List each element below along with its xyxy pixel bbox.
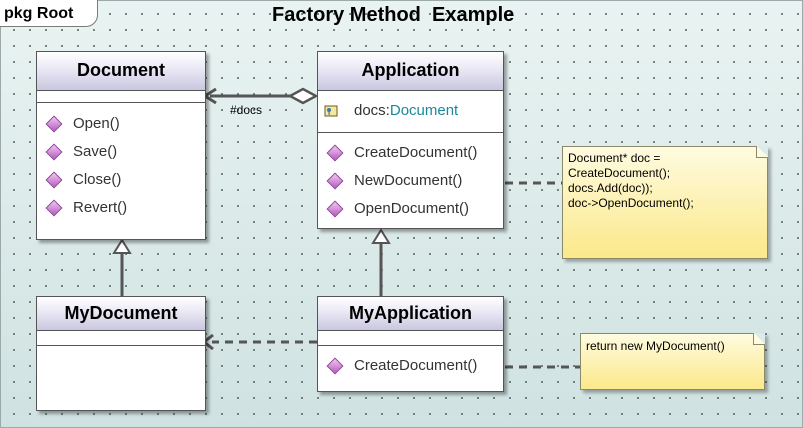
class-myapplication[interactable]: MyApplication CreateDocument() <box>317 296 504 392</box>
package-tab[interactable]: pkg Root <box>0 0 98 27</box>
operation-createdocument[interactable]: CreateDocument() <box>318 352 503 380</box>
class-document[interactable]: Document Open() Save() Close() Revert() <box>36 51 206 240</box>
note-fold <box>756 146 768 158</box>
note-createdocument[interactable]: return new MyDocument() <box>580 333 765 390</box>
aggregation-connector[interactable] <box>202 87 319 105</box>
class-name: Application <box>318 52 503 91</box>
operation-revert[interactable]: Revert() <box>37 194 205 222</box>
note-fold <box>753 333 765 345</box>
attribute-docs[interactable]: docs:Document <box>318 97 503 125</box>
note-line: doc->OpenDocument(); <box>568 196 694 210</box>
note-newdocument[interactable]: Document* doc = CreateDocument(); docs.A… <box>562 146 768 259</box>
operation-close[interactable]: Close() <box>37 166 205 194</box>
attribute-compartment: docs:Document <box>318 91 503 133</box>
operation-diamond-icon <box>326 357 344 375</box>
note-line: Document* doc = <box>568 151 661 165</box>
note-line: CreateDocument(); <box>568 166 671 180</box>
attribute-compartment <box>37 331 205 346</box>
operation-diamond-icon <box>326 172 344 190</box>
class-name: Document <box>37 52 205 91</box>
protected-attribute-key-icon <box>324 105 338 117</box>
operation-opendocument[interactable]: OpenDocument() <box>318 195 503 223</box>
operation-diamond-icon <box>45 143 63 161</box>
diagram-title: Factory Method Example <box>272 4 515 26</box>
operation-createdocument[interactable]: CreateDocument() <box>318 139 503 167</box>
generalization-myapplication[interactable] <box>371 228 391 296</box>
note-line: return new MyDocument() <box>586 339 725 353</box>
operation-open[interactable]: Open() <box>37 110 205 138</box>
operation-save[interactable]: Save() <box>37 138 205 166</box>
operation-compartment: Open() Save() Close() Revert() <box>37 103 205 222</box>
class-application[interactable]: Application docs:Document CreateDocument… <box>317 51 504 229</box>
operation-diamond-icon <box>45 115 63 133</box>
class-name: MyDocument <box>37 297 205 331</box>
note-line: docs.Add(doc)); <box>568 181 653 195</box>
generalization-mydocument[interactable] <box>112 238 132 296</box>
operation-compartment: CreateDocument() NewDocument() OpenDocum… <box>318 133 503 223</box>
attribute-compartment <box>318 331 503 346</box>
operation-compartment: CreateDocument() <box>318 346 503 380</box>
class-name: MyApplication <box>318 297 503 331</box>
operation-diamond-icon <box>326 200 344 218</box>
dependency-connector[interactable] <box>201 333 317 351</box>
operation-diamond-icon <box>326 144 344 162</box>
operation-diamond-icon <box>45 199 63 217</box>
operation-newdocument[interactable]: NewDocument() <box>318 167 503 195</box>
association-label: #docs <box>230 103 263 117</box>
class-mydocument[interactable]: MyDocument <box>36 296 206 411</box>
operation-diamond-icon <box>45 171 63 189</box>
attribute-compartment <box>37 91 205 103</box>
